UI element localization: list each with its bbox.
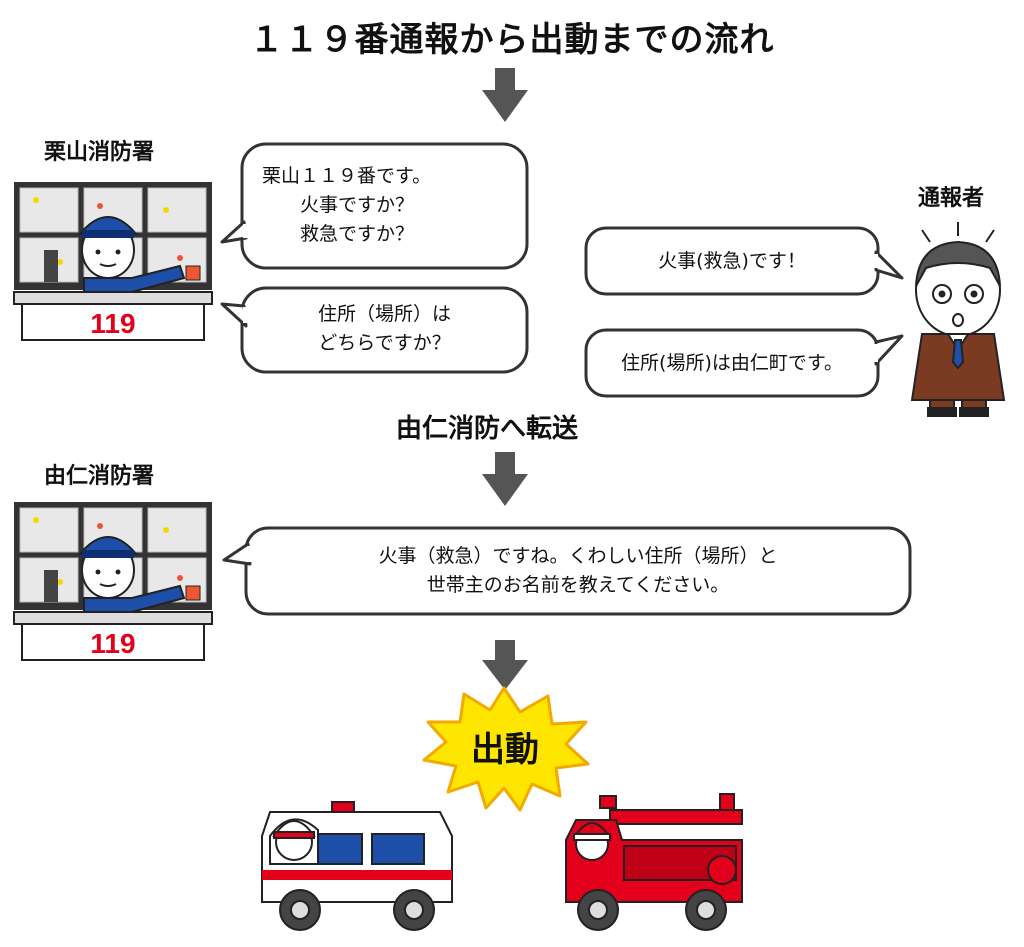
caller-bubble-2-text: 住所(場所)は由仁町です。: [621, 352, 843, 374]
transfer-label: 由仁消防へ転送: [396, 414, 579, 444]
kuriyama-bubble-2: [220, 286, 529, 374]
caller-bubble-2: [584, 328, 904, 398]
yuni-bubble: [222, 526, 912, 616]
kuriyama-bubble-1: [220, 142, 529, 270]
kuriyama-panel-number: 119: [90, 308, 135, 339]
kuriyama-dispatcher-illustration: 119: [13, 182, 213, 341]
kuriyama-station-label: 栗山消防署: [44, 140, 155, 165]
caller-bubble-1: [584, 226, 904, 296]
down-arrow-1: [482, 68, 528, 122]
ambulance-illustration: [261, 801, 453, 931]
fire-engine-illustration: [565, 793, 743, 931]
yuni-station-label: 由仁消防署: [44, 464, 155, 489]
yuni-bubble-text: 火事（救急）ですね。くわしい住所（場所）と 世帯主のお名前を教えてください。: [378, 545, 778, 596]
down-arrow-2: [482, 452, 528, 506]
kuriyama-bubble-2-text: 住所（場所）は どちらですか？: [317, 303, 451, 354]
caller-label: 通報者: [918, 186, 985, 211]
caller-illustration: [910, 222, 1006, 417]
dispatch-label: 出動: [471, 730, 539, 770]
caller-bubble-1-text: 火事(救急)です！: [658, 250, 806, 272]
dispatch-burst: [422, 686, 590, 812]
down-arrow-3: [482, 640, 528, 690]
yuni-panel-number: 119: [90, 628, 135, 659]
kuriyama-bubble-1-text: 栗山１１９番です。 火事ですか？ 救急ですか？: [262, 165, 432, 245]
yuni-dispatcher-illustration: 119: [13, 502, 213, 661]
page-title: １１９番通報から出動までの流れ: [249, 20, 775, 60]
